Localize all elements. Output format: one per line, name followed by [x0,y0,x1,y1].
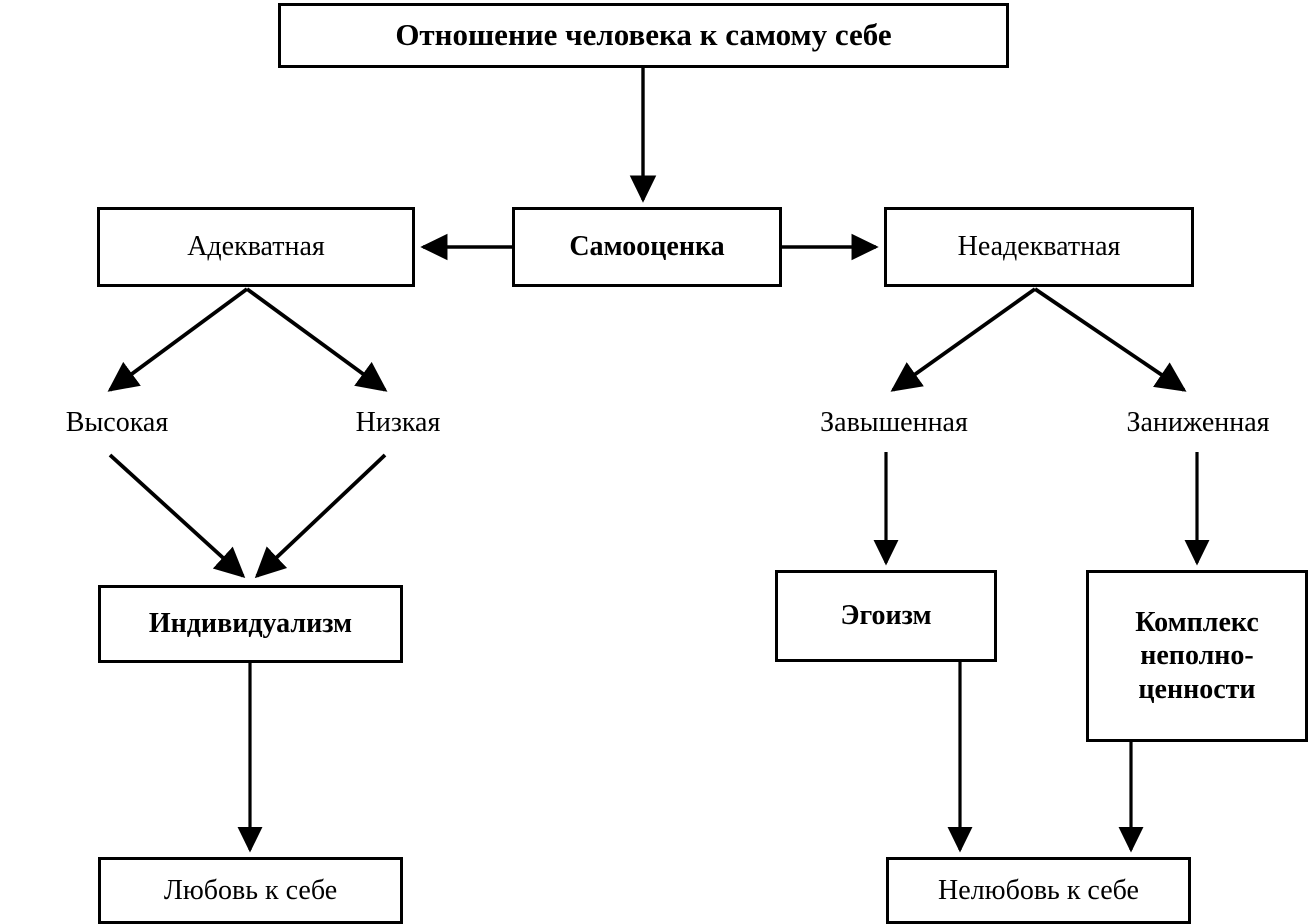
node-label: Комплекс неполно- ценности [1135,607,1259,705]
node-label: Индивидуализм [148,608,353,640]
node-egoism: Эгоизм [775,570,997,662]
node-self-esteem: Самооценка [512,207,782,287]
node-label: Самооценка [569,231,725,263]
node-adequate: Адекватная [97,207,415,287]
edge-inadequate-to-deflated [1033,287,1187,392]
node-label: Низкая [355,407,441,439]
node-label: Неадекватная [957,231,1121,263]
edge-adequate-to-high [107,287,249,392]
node-low: Низкая [318,400,478,446]
node-label: Завышенная [820,407,968,439]
node-inflated: Завышенная [780,400,1008,446]
edge-low-to-individualism [254,453,387,579]
node-deflated: Заниженная [1088,400,1308,446]
edge-inadequate-to-inflated [890,287,1037,392]
node-high: Высокая [22,400,212,446]
edge-adequate-to-low [245,287,388,392]
edge-high-to-individualism [108,453,246,579]
node-inadequate: Неадекватная [884,207,1194,287]
node-label: Нелюбовь к себе [938,874,1139,906]
node-label: Любовь к себе [163,874,338,906]
node-self-love: Любовь к себе [98,857,403,924]
node-label: Эгоизм [840,600,932,632]
node-inferiority-complex: Комплекс неполно- ценности [1086,570,1308,742]
node-individualism: Индивидуализм [98,585,403,663]
node-attitude-to-self: Отношение человека к самому себе [278,3,1009,68]
node-label: Высокая [65,407,169,439]
node-self-dislike: Нелюбовь к себе [886,857,1191,924]
node-label: Отношение человека к самому себе [395,17,892,53]
node-label: Адекватная [187,231,325,263]
node-label: Заниженная [1126,407,1270,439]
